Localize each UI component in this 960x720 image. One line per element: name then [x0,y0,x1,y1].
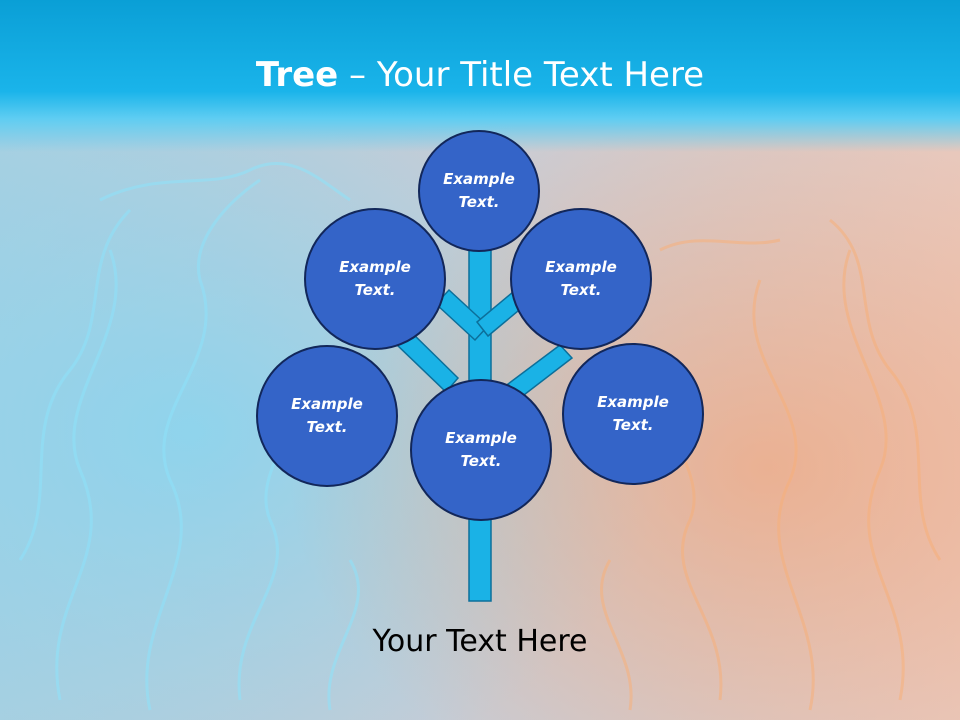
slide-title: Tree – Your Title Text Here [0,54,960,96]
tree-node-top: Example Text. [418,130,540,252]
tree-node-label: Example Text. [291,395,363,436]
caption-text: Your Text Here [372,624,588,659]
tree-node-lower-left: Example Text. [256,345,398,487]
title-bar [0,0,960,152]
tree-node-label: Example Text. [445,429,517,470]
tree-node-label: Example Text. [443,170,515,211]
title-keyword: Tree [255,55,339,95]
tree-node-center: Example Text. [410,379,552,521]
tree-node-upper-left: Example Text. [304,208,446,350]
tree-node-upper-right: Example Text. [510,208,652,350]
tree-node-label: Example Text. [545,258,617,299]
title-text: – Your Title Text Here [338,55,705,95]
tree-node-label: Example Text. [597,393,669,434]
tree-node-lower-right: Example Text. [562,343,704,485]
tree-node-label: Example Text. [339,258,411,299]
